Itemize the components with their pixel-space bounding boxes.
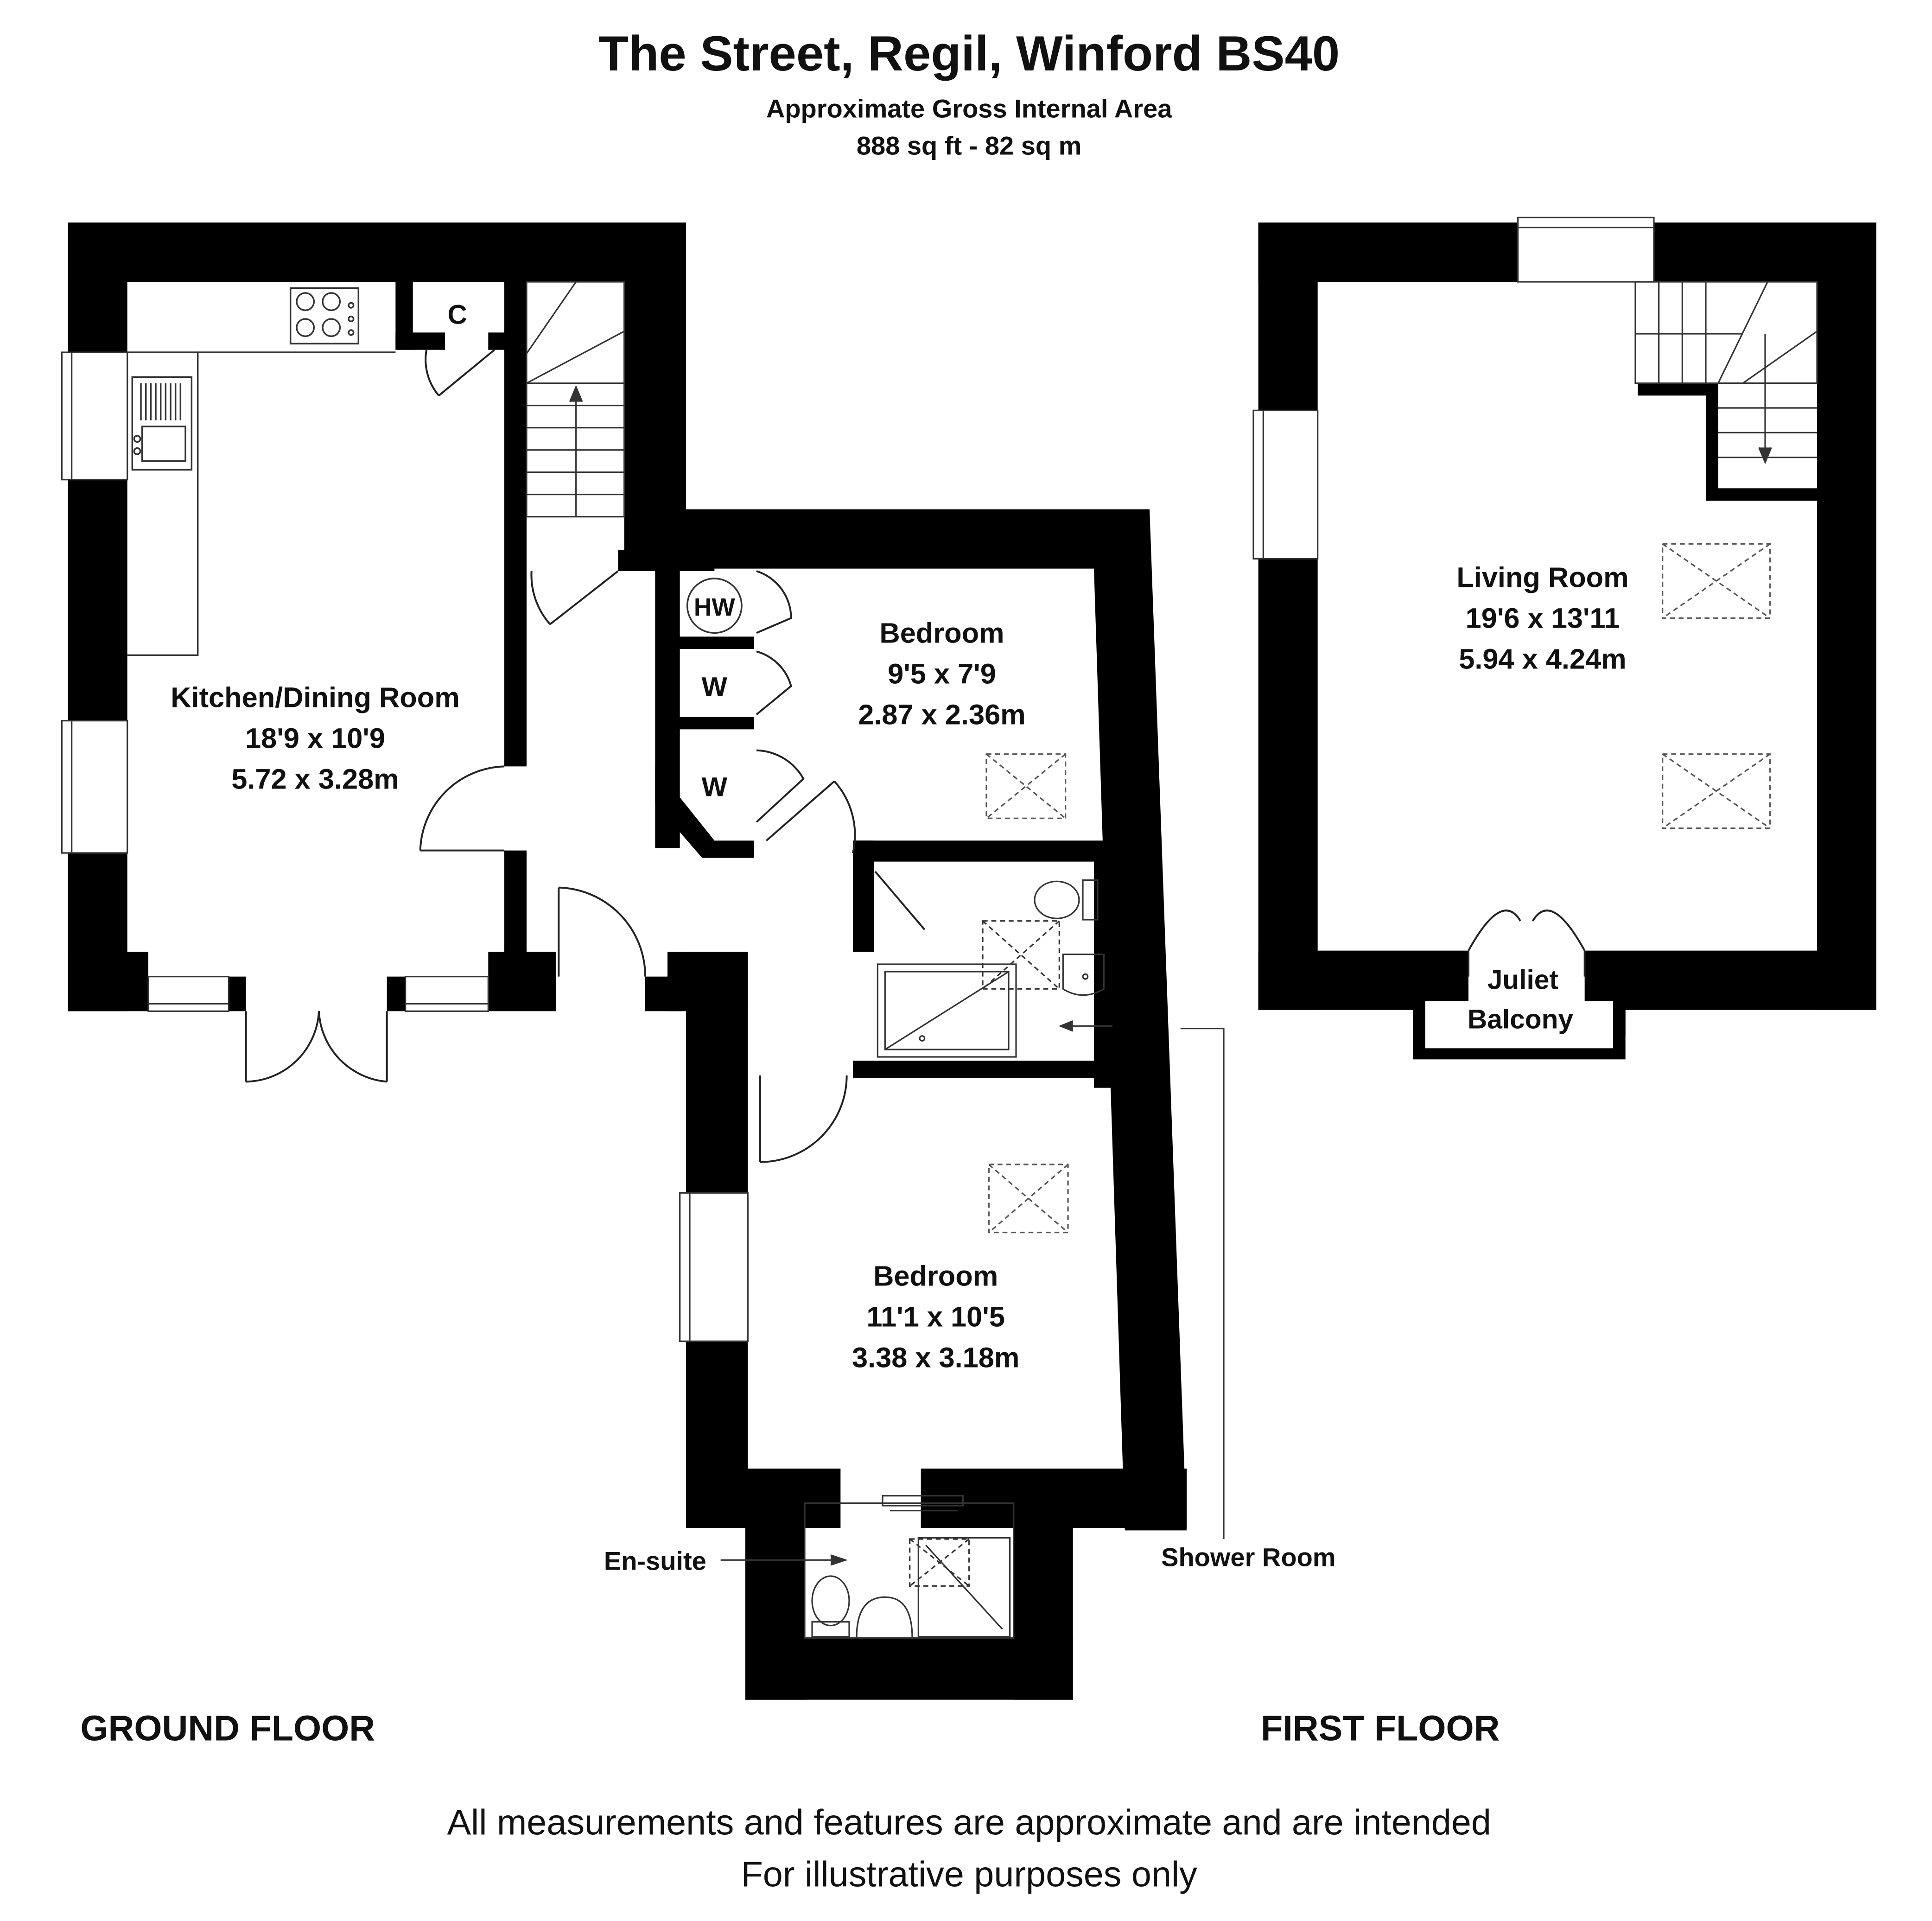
juliet-label-1: Juliet bbox=[1487, 965, 1558, 995]
leader-lines bbox=[720, 1028, 1225, 1566]
en-suite-basin-icon bbox=[856, 1596, 913, 1639]
plan-title: The Street, Regil, Winford BS40 bbox=[598, 25, 1340, 81]
first-floor-label: FIRST FLOOR bbox=[1261, 1709, 1500, 1749]
juliet-doors bbox=[1468, 910, 1586, 977]
kitchen-label: Kitchen/Dining Room 18'9 x 10'9 5.72 x 3… bbox=[171, 681, 459, 795]
disclaimer-line-1: All measurements and features are approx… bbox=[447, 1802, 1491, 1842]
living-label: Living Room 19'6 x 13'11 5.94 x 4.24m bbox=[1456, 561, 1628, 675]
first-floor-windows bbox=[1252, 216, 1655, 560]
hot-water-label: HW bbox=[694, 594, 736, 621]
living-imperial: 19'6 x 13'11 bbox=[1466, 602, 1620, 634]
ground-floor-label: GROUND FLOOR bbox=[80, 1709, 375, 1749]
shower-room-fixtures bbox=[877, 879, 1112, 1058]
disclaimer-line-2: For illustrative purposes only bbox=[741, 1854, 1198, 1894]
bedroom1-label: Bedroom 9'5 x 7'9 2.87 x 2.36m bbox=[858, 617, 1025, 731]
bedroom1-metric: 2.87 x 2.36m bbox=[858, 699, 1025, 731]
hot-water-cylinder-icon bbox=[686, 578, 743, 634]
ground-stairs bbox=[526, 281, 625, 518]
kitchen-imperial: 18'9 x 10'9 bbox=[245, 722, 385, 754]
en-suite-fixtures bbox=[804, 1495, 1015, 1639]
ground-roof-lights bbox=[985, 753, 1069, 1234]
plan-area: 888 sq ft - 82 sq m bbox=[857, 131, 1082, 160]
juliet-label-2: Balcony bbox=[1468, 1005, 1574, 1035]
en-suite-shower-icon bbox=[917, 1537, 1011, 1638]
living-metric: 5.94 x 4.24m bbox=[1459, 643, 1626, 675]
first-roof-lights bbox=[1662, 543, 1771, 829]
shower-tray-icon bbox=[877, 963, 1017, 1058]
first-stairs bbox=[1634, 281, 1818, 464]
ground-floor-doors bbox=[245, 349, 926, 1163]
bedroom2-metric: 3.38 x 3.18m bbox=[852, 1341, 1019, 1373]
toilet-icon bbox=[1034, 880, 1080, 919]
kitchen-fittings bbox=[127, 287, 396, 656]
bedroom2-label: Bedroom 11'1 x 10'5 3.38 x 3.18m bbox=[852, 1259, 1019, 1373]
sink-icon bbox=[131, 376, 193, 471]
bedroom1-imperial: 9'5 x 7'9 bbox=[888, 658, 996, 690]
wardrobe-label-1: W bbox=[702, 672, 728, 702]
bedroom1-name: Bedroom bbox=[879, 617, 1004, 649]
ground-floor-windows bbox=[61, 351, 749, 1342]
plan-subtitle: Approximate Gross Internal Area bbox=[766, 94, 1172, 123]
bedroom2-name: Bedroom bbox=[873, 1259, 998, 1291]
en-suite-toilet-icon bbox=[811, 1575, 850, 1627]
hob-icon bbox=[289, 287, 360, 345]
shower-room-label: Shower Room bbox=[1161, 1543, 1335, 1572]
wardrobe-label-2: W bbox=[702, 772, 728, 802]
first-floor-walls bbox=[1258, 223, 1876, 1060]
ground-floor-walls bbox=[68, 223, 1187, 1700]
kitchen-name: Kitchen/Dining Room bbox=[171, 681, 459, 713]
kitchen-metric: 5.72 x 3.28m bbox=[231, 763, 399, 795]
cupboard-label: C bbox=[447, 300, 467, 330]
basin-icon bbox=[1062, 954, 1105, 996]
living-name: Living Room bbox=[1456, 561, 1628, 593]
en-suite-label: En-suite bbox=[604, 1546, 706, 1576]
bedroom2-imperial: 11'1 x 10'5 bbox=[866, 1300, 1005, 1332]
